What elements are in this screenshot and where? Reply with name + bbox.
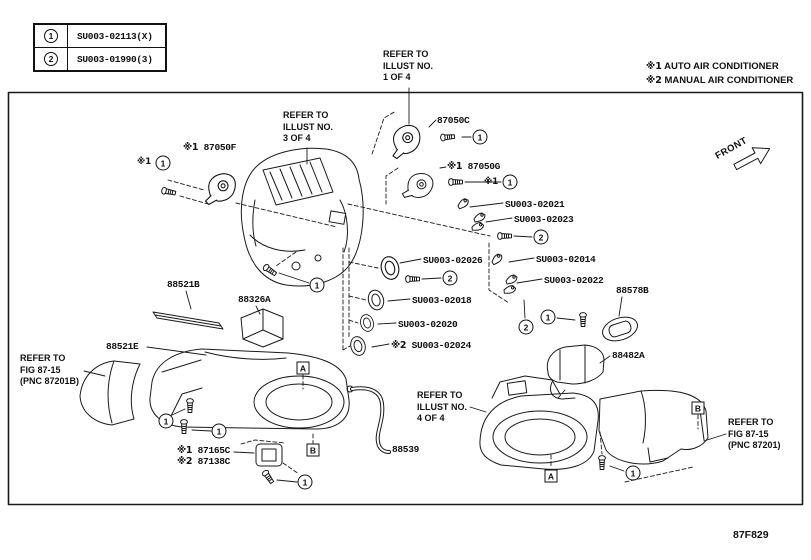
star1-marker: ※1 [646, 61, 662, 72]
servo-87050c-sketch [387, 123, 424, 160]
label-su003-02014: SU003-02014 [536, 254, 596, 265]
callout-circle-1: 1 [44, 29, 58, 43]
label-87165c: ※1 87165C [177, 445, 231, 456]
legend-part-number: SU003-02113(X) [67, 25, 165, 47]
callout-circle-1: 1 [211, 423, 227, 439]
callout-circle-2: 2 [533, 229, 549, 245]
callout-circle-1: 1 [155, 155, 171, 171]
callout-circle-2: 2 [442, 270, 458, 286]
star1-marker: ※1 [137, 157, 152, 167]
bracket-88482a-sketch [546, 344, 605, 400]
hose-sketch [346, 385, 391, 454]
legend-row: 1 SU003-02113(X) [35, 25, 165, 47]
heater-unit-sketch [240, 147, 364, 287]
lower-case-sketch [149, 348, 350, 430]
callout-circle-2: 2 [44, 52, 58, 66]
right-duct-sketch [598, 389, 709, 465]
callout-circle-1: 1 [158, 413, 174, 429]
callout-circle-1: 1 [472, 129, 488, 145]
fastener-legend-table: 1 SU003-02113(X) 2 SU003-01990(3) [33, 23, 167, 72]
label-87050c: 87050C [437, 115, 470, 126]
label-su003-02021: SU003-02021 [505, 199, 565, 210]
strip-sketch [152, 311, 224, 330]
label-87138c: ※2 87138C [177, 456, 231, 467]
refer-fig-right: REFER TO FIG 87-15 (PNC 87201) [728, 417, 781, 450]
label-su003-02023: SU003-02023 [514, 214, 574, 225]
view-marker-b: B [691, 401, 705, 415]
label-su003-02022: SU003-02022 [544, 275, 604, 286]
view-marker-a: A [296, 361, 310, 375]
label-su003-02018: SU003-02018 [412, 295, 472, 306]
figure-code: 87F829 [733, 529, 769, 541]
diagram-border [7, 91, 804, 506]
label-87050f: ※1 87050F [183, 142, 237, 153]
left-duct-sketch [79, 360, 141, 426]
resistor-sketch [255, 443, 283, 467]
label-su003-02026: SU003-02026 [423, 255, 483, 266]
grommet-88578b-sketch [602, 316, 638, 342]
label-87050g: ※1 87050G [447, 161, 501, 172]
refer-fig-left: REFER TO FIG 87-15 (PNC 87201B) [20, 353, 80, 386]
clips-sketch [456, 197, 518, 296]
label-su003-02020: SU003-02020 [398, 319, 458, 330]
callout-circle-1: 1 [297, 474, 313, 490]
star2-marker: ※2 [646, 75, 662, 86]
callout-circle-1: 1 [625, 465, 641, 481]
legend-row: 2 SU003-01990(3) [35, 47, 165, 70]
legend-part-number: SU003-01990(3) [67, 48, 165, 70]
view-marker-a: A [544, 469, 558, 483]
refer-illust-4: REFER TO ILLUST NO. 4 OF 4 [417, 390, 467, 423]
note-auto-ac: ※1 AUTO AIR CONDITIONER [646, 61, 779, 72]
label-88326a: 88326A [238, 294, 271, 305]
callout-circle-1: 1 [540, 309, 556, 325]
callout-circle-1: 1 [309, 277, 325, 293]
label-88521b: 88521B [167, 279, 200, 290]
refer-illust-1: REFER TO ILLUST NO. 1 OF 4 [383, 49, 433, 82]
leader-lines [83, 87, 727, 483]
refer-illust-3: REFER TO ILLUST NO. 3 OF 4 [283, 110, 333, 143]
label-88539: 88539 [392, 444, 420, 455]
servo-87050g-sketch [401, 169, 436, 205]
assembly-lines [167, 110, 699, 483]
front-arrow-icon [733, 147, 771, 171]
right-unit-sketch [479, 375, 599, 470]
bracket-88326a-sketch [240, 308, 284, 348]
view-marker-b: B [306, 443, 320, 457]
label-su003-02024: ※2 SU003-02024 [391, 340, 472, 351]
label-88521e: 88521E [106, 341, 139, 352]
callout-circle-1: 1 [502, 174, 518, 190]
note-manual-ac: ※2 MANUAL AIR CONDITIONER [646, 75, 794, 86]
label-88482a: 88482A [612, 350, 645, 361]
star1-marker: ※1 [484, 177, 499, 187]
label-88578b: 88578B [616, 285, 649, 296]
callout-circle-2: 2 [518, 319, 534, 335]
servo-87050f-sketch [204, 173, 236, 206]
